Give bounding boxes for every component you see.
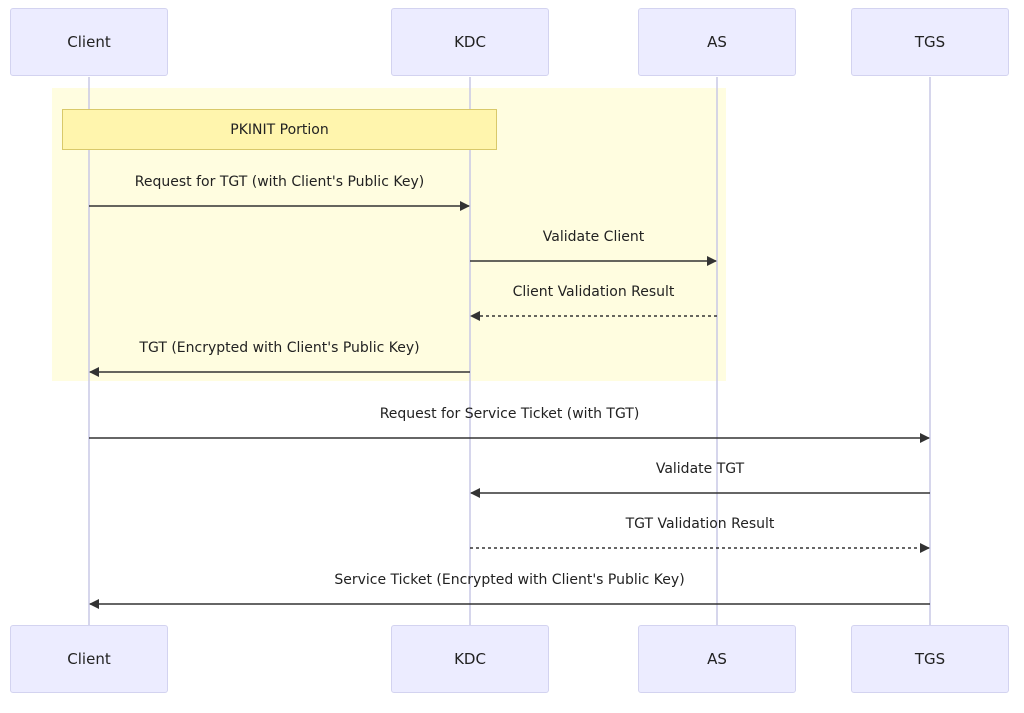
message-label: TGT Validation Result — [625, 516, 775, 532]
actor-tgs-bottom: TGS — [851, 625, 1009, 693]
message-label: Request for TGT (with Client's Public Ke… — [134, 174, 425, 190]
actor-as-bottom: AS — [638, 625, 796, 693]
actor-as-top: AS — [638, 8, 796, 76]
message-label: Service Ticket (Encrypted with Client's … — [334, 572, 685, 588]
actor-kdc-bottom: KDC — [391, 625, 549, 693]
message-label: TGT (Encrypted with Client's Public Key) — [139, 340, 420, 356]
message-label: Validate TGT — [655, 461, 745, 477]
message-label: Validate Client — [542, 229, 645, 245]
actor-tgs-top: TGS — [851, 8, 1009, 76]
message-label: Client Validation Result — [512, 284, 675, 300]
actor-kdc-top: KDC — [391, 8, 549, 76]
actor-client-bottom: Client — [10, 625, 168, 693]
pkinit-portion-note: PKINIT Portion — [62, 109, 497, 150]
message-label: Request for Service Ticket (with TGT) — [379, 406, 640, 422]
actor-client-top: Client — [10, 8, 168, 76]
